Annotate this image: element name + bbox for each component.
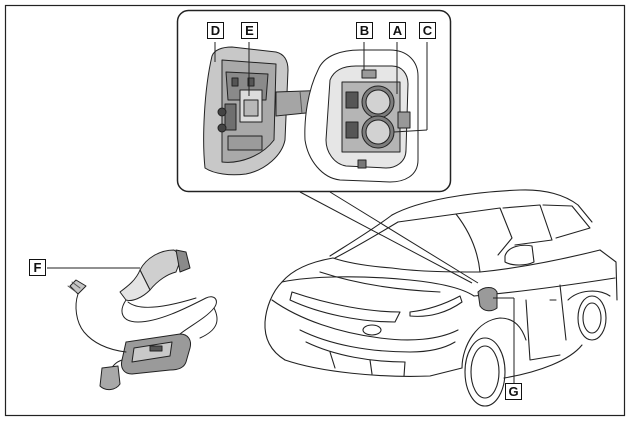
open-charge-lid <box>203 46 289 176</box>
callout-e: E <box>241 22 258 39</box>
zoom-leader-lines <box>299 191 479 284</box>
callout-b: B <box>356 22 373 39</box>
charging-inlet-housing <box>304 49 419 183</box>
callout-f: F <box>29 259 46 276</box>
callout-g: G <box>505 383 522 400</box>
charging-cable-illustration <box>67 249 218 391</box>
callout-a: A <box>389 22 406 39</box>
callout-c: C <box>419 22 436 39</box>
car-illustration <box>264 189 618 407</box>
outer-frame <box>4 4 626 417</box>
inset-leader-lines <box>214 42 428 133</box>
callout-d: D <box>207 22 224 39</box>
charge-port-lid <box>477 287 498 312</box>
outer-leader-lines <box>47 267 515 384</box>
